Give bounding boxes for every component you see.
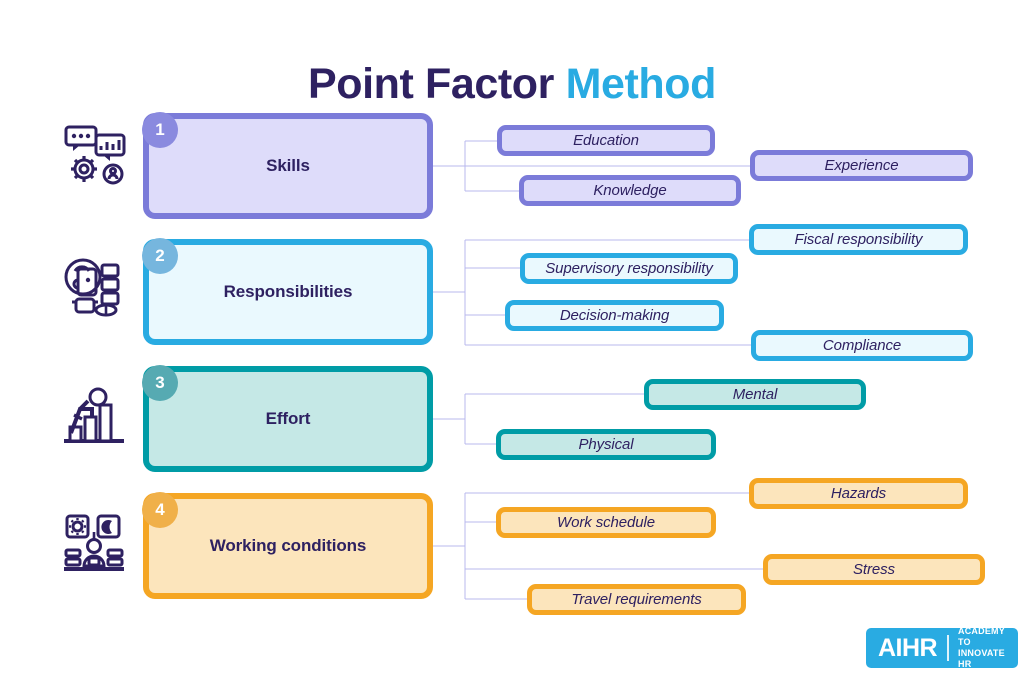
factor-box-stress[interactable]: Stress: [763, 554, 985, 585]
logo-tagline: ACADEMY TO INNOVATE HR: [958, 626, 1018, 670]
category-box-skills[interactable]: 1 Skills: [142, 112, 433, 219]
factor-box-experience[interactable]: Experience: [750, 150, 973, 181]
category-box-working-conditions[interactable]: 4 Working conditions: [142, 492, 433, 599]
logo-divider: [947, 635, 950, 661]
factor-box-mental[interactable]: Mental: [644, 379, 866, 410]
factor-label: Knowledge: [593, 182, 667, 199]
page-title: Point Factor Method: [0, 59, 1024, 108]
category-box-responsibilities[interactable]: 2 Responsibilities: [142, 238, 433, 345]
logo-tagline-line1: ACADEMY TO: [958, 626, 1005, 647]
page-title-accent: Method: [565, 59, 717, 108]
factor-label: Physical: [578, 436, 634, 453]
factor-box-decision-making[interactable]: Decision-making: [505, 300, 724, 331]
factor-box-travel-requirements[interactable]: Travel requirements: [527, 584, 746, 615]
factor-box-work-schedule[interactable]: Work schedule: [496, 507, 716, 538]
page-title-primary: Point Factor: [307, 59, 566, 108]
effort-person-barchart-icon: [58, 379, 130, 451]
category-badge-1: 1: [142, 112, 178, 148]
factor-box-knowledge[interactable]: Knowledge: [519, 175, 741, 206]
factor-label: Fiscal responsibility: [794, 231, 923, 248]
working-conditions-desk-sun-moon-icon: [58, 506, 130, 578]
category-badge-2: 2: [142, 238, 178, 274]
category-label-skills: Skills: [266, 156, 310, 175]
category-label-responsibilities: Responsibilities: [223, 282, 353, 301]
aihr-logo: AIHR ACADEMY TO INNOVATE HR: [866, 626, 1018, 670]
factor-box-hazards[interactable]: Hazards: [749, 478, 968, 509]
factor-label: Travel requirements: [571, 591, 702, 608]
responsibilities-person-checklist-icon: [58, 249, 130, 321]
factor-box-fiscal-responsibility[interactable]: Fiscal responsibility: [749, 224, 968, 255]
factor-label: Experience: [824, 157, 899, 174]
category-badge-3: 3: [142, 365, 178, 401]
factor-box-physical[interactable]: Physical: [496, 429, 716, 460]
category-box-effort[interactable]: 3 Effort: [142, 365, 433, 472]
factor-label: Compliance: [822, 337, 902, 354]
factor-box-compliance[interactable]: Compliance: [751, 330, 973, 361]
factor-box-supervisory-responsibility[interactable]: Supervisory responsibility: [520, 253, 738, 284]
factor-label: Supervisory responsibility: [545, 260, 713, 277]
factor-label: Work schedule: [557, 514, 655, 531]
category-badge-4: 4: [142, 492, 178, 528]
factor-label: Hazards: [830, 485, 887, 502]
factor-label: Education: [573, 132, 639, 149]
factor-label: Mental: [732, 386, 778, 403]
factor-box-education[interactable]: Education: [497, 125, 715, 156]
logo-tagline-line2: INNOVATE HR: [958, 648, 1005, 669]
factor-label: Decision-making: [559, 307, 670, 324]
logo-wordmark: AIHR: [878, 633, 938, 662]
category-label-working-conditions: Working conditions: [209, 536, 367, 555]
skills-gear-chart-icon: [58, 119, 130, 191]
factor-label: Stress: [853, 561, 895, 578]
category-label-effort: Effort: [265, 409, 311, 428]
